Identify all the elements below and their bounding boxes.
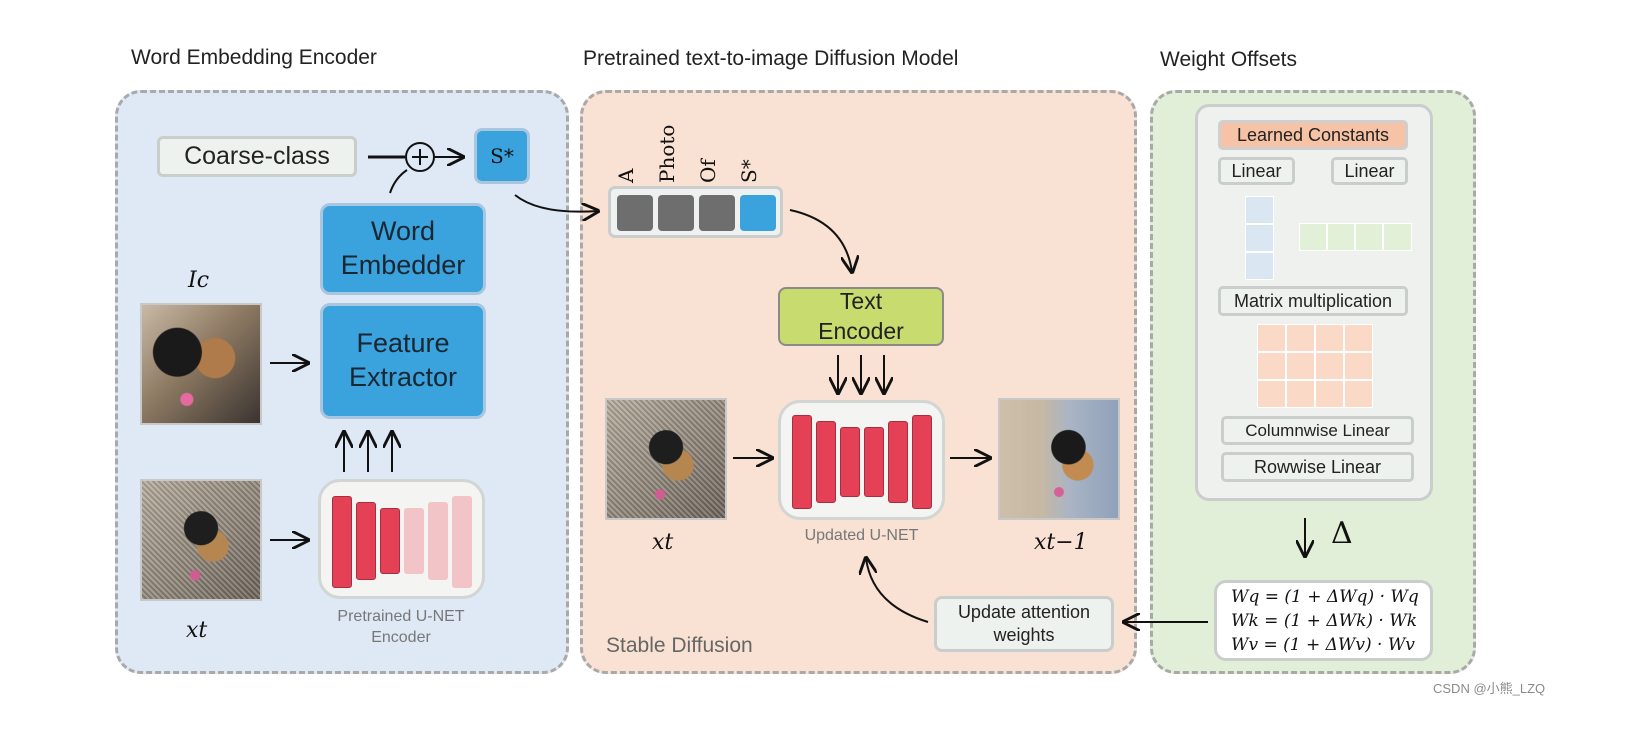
learned-constants-box: Learned Constants	[1218, 120, 1408, 150]
matrix-multiplication-box: Matrix multiplication	[1218, 286, 1408, 316]
matrix-cell	[1286, 324, 1315, 352]
unet-layer	[792, 415, 812, 509]
unet-layer	[912, 415, 932, 509]
matrix-cell	[1344, 324, 1373, 352]
ic-label: Ic	[188, 268, 210, 293]
xt-label-encoder: xt	[186, 618, 208, 643]
diffusion-input-image	[605, 398, 727, 520]
xt-label-diffusion: xt	[652, 530, 674, 555]
matrix-cell	[1299, 223, 1327, 251]
unet-layer	[864, 427, 884, 497]
unet-layer	[816, 421, 836, 503]
watermark: CSDN @小熊_LZQ	[1433, 681, 1546, 696]
linear-left-box: Linear	[1218, 157, 1295, 185]
delta-symbol: Δ	[1331, 516, 1353, 551]
reference-cat-image	[140, 303, 262, 425]
token-cell-a	[617, 195, 653, 231]
token-cell-s-star	[740, 195, 776, 231]
text-encoder-box: Text Encoder	[778, 287, 944, 346]
update-to-unet-arrow	[866, 558, 929, 623]
offsets-section-title: Weight Offsets	[1160, 48, 1297, 71]
matrix-cell	[1257, 380, 1286, 408]
equation-q: Wq = (1 + ΔWq) · Wq	[1231, 587, 1419, 607]
rowwise-linear-box: Rowwise Linear	[1221, 452, 1414, 482]
matrix-cell	[1245, 196, 1274, 224]
token-cell-of	[699, 195, 735, 231]
updated-unet-caption: Updated U-NET	[804, 527, 919, 544]
s-star-token: S*	[474, 128, 530, 184]
coarse-class-box: Coarse-class	[157, 136, 357, 177]
tokens-to-text-encoder-arrow	[789, 209, 852, 272]
matrix-cell	[1383, 223, 1412, 251]
diffusion-output-image	[998, 398, 1120, 520]
diffusion-section-title: Pretrained text-to-image Diffusion Model	[583, 47, 959, 70]
matrix-cell	[1344, 352, 1373, 380]
s-star-to-token-arrow	[514, 194, 598, 212]
prompt-token-bar	[608, 186, 783, 238]
unet-layer	[452, 496, 472, 588]
equations-box: Wq = (1 + ΔWq) · Wq Wk = (1 + ΔWk) · Wk …	[1214, 580, 1433, 661]
matrix-cell	[1315, 352, 1344, 380]
matrix-cell	[1286, 380, 1315, 408]
linear-right-box: Linear	[1331, 157, 1408, 185]
updated-unet	[778, 400, 945, 520]
columnwise-linear-box: Columnwise Linear	[1221, 416, 1414, 445]
encoder-section-title: Word Embedding Encoder	[131, 46, 377, 69]
feature-extractor-box: Feature Extractor	[320, 303, 486, 419]
matrix-cell	[1286, 352, 1315, 380]
matrix-cell	[1245, 252, 1274, 280]
pretrained-unet-caption: Pretrained U-NET Encoder	[337, 608, 465, 646]
stable-diffusion-label: Stable Diffusion	[606, 634, 753, 657]
pretrained-unet-encoder	[318, 479, 485, 599]
xt-minus-1-label: xt−1	[1034, 530, 1088, 555]
unet-layer	[888, 421, 908, 503]
matrix-cell	[1355, 223, 1383, 251]
noisy-cat-image	[140, 479, 262, 601]
unet-layer	[356, 502, 376, 580]
unet-layer	[840, 427, 860, 497]
matrix-cell	[1257, 324, 1286, 352]
embedder-to-plus-curve	[389, 169, 408, 194]
unet-layer	[404, 508, 424, 574]
matrix-cell	[1315, 324, 1344, 352]
equation-k: Wk = (1 + ΔWk) · Wk	[1231, 611, 1417, 631]
unet-layer	[428, 502, 448, 580]
matrix-cell	[1245, 224, 1274, 252]
word-embedder-box: Word Embedder	[320, 203, 486, 295]
update-attention-weights-box: Update attention weights	[934, 596, 1114, 652]
matrix-cell	[1257, 352, 1286, 380]
matrix-cell	[1327, 223, 1355, 251]
unet-layer	[380, 508, 400, 574]
matrix-cell	[1344, 380, 1373, 408]
matrix-cell	[1315, 380, 1344, 408]
token-cell-photo	[658, 195, 694, 231]
equation-v: Wv = (1 + ΔWv) · Wv	[1231, 635, 1415, 655]
unet-layer	[332, 496, 352, 588]
plus-icon	[405, 142, 435, 172]
